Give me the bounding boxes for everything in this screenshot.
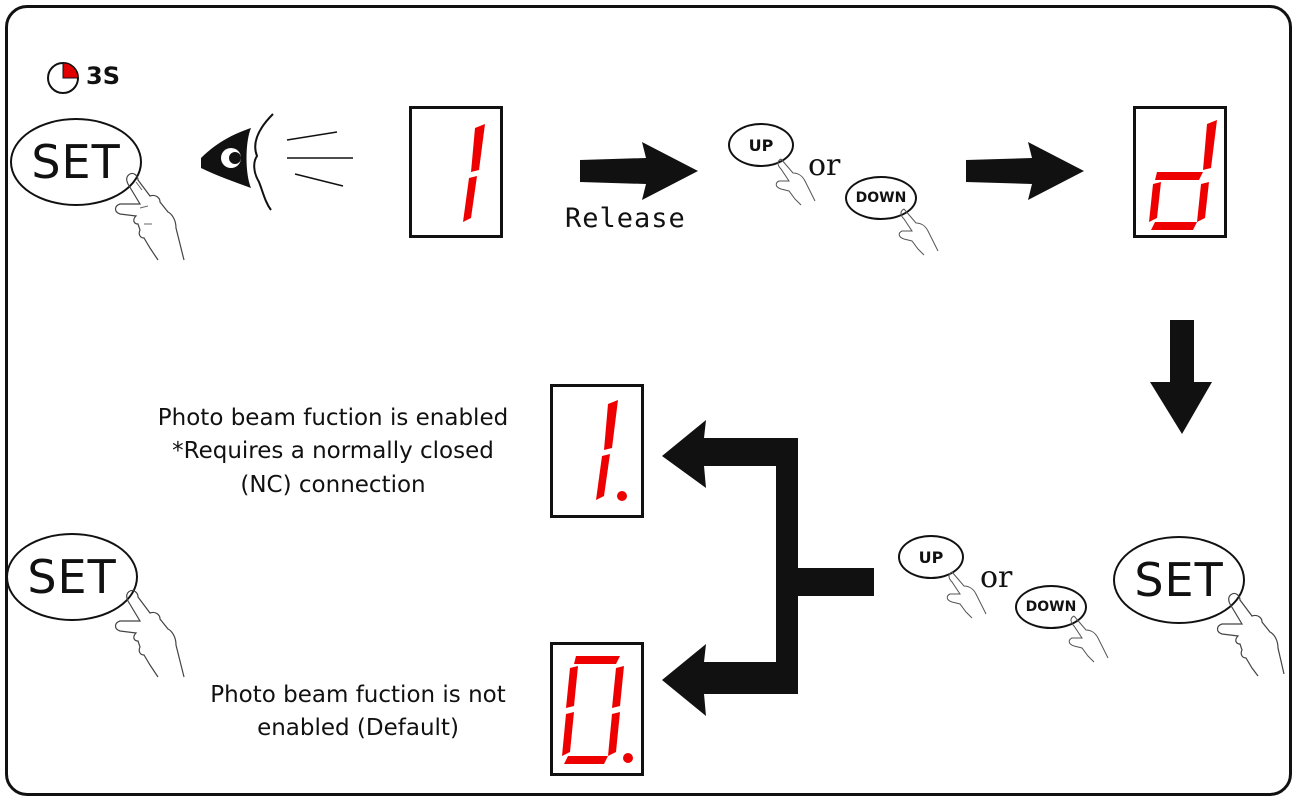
- eye-icon: [201, 113, 353, 211]
- pressing-hand-icon: [775, 158, 816, 206]
- or-label: or: [980, 560, 1013, 595]
- caption-line: *Requires a normally closed: [172, 438, 494, 465]
- caption-line: (NC) connection: [240, 471, 426, 498]
- caption-line: Photo beam fuction is not: [210, 682, 506, 708]
- caption-line: enabled (Default): [257, 715, 459, 742]
- caption-line: Photo beam fuction is enabled: [157, 405, 509, 431]
- set-button[interactable]: SET: [6, 533, 138, 621]
- timer-label: 3S: [86, 62, 120, 90]
- led-display-enabled: 1.: [550, 384, 644, 518]
- pressing-hand-icon: [1068, 615, 1109, 663]
- down-button[interactable]: DOWN: [1015, 585, 1087, 629]
- set-button[interactable]: SET: [10, 118, 142, 206]
- timer-icon: [47, 62, 79, 94]
- disabled-caption: Photo beam fuction is not enabled (Defau…: [168, 679, 548, 746]
- diagram-frame: [5, 5, 1292, 796]
- set-button[interactable]: SET: [1113, 536, 1245, 624]
- pressing-hand-icon: [1216, 592, 1285, 677]
- branch-arrow-icon: [662, 420, 874, 716]
- pressing-hand-icon: [114, 172, 185, 261]
- enabled-caption: Photo beam fuction is enabled *Requires …: [118, 402, 548, 502]
- down-button[interactable]: DOWN: [845, 176, 917, 220]
- release-label: Release: [565, 203, 686, 234]
- arrow-right-icon: [580, 142, 698, 200]
- pressing-hand-icon: [114, 589, 185, 678]
- or-label: or: [808, 148, 841, 183]
- pressing-hand-icon: [898, 208, 939, 256]
- pressing-hand-icon: [946, 571, 987, 619]
- led-display-step2: d: [1133, 106, 1227, 238]
- arrow-right-icon: [966, 142, 1084, 200]
- up-button[interactable]: UP: [728, 123, 794, 167]
- led-display-step1: 1: [409, 106, 503, 238]
- up-button[interactable]: UP: [898, 535, 964, 579]
- arrow-down-icon: [1150, 320, 1212, 434]
- led-display-disabled: 0.: [550, 642, 644, 776]
